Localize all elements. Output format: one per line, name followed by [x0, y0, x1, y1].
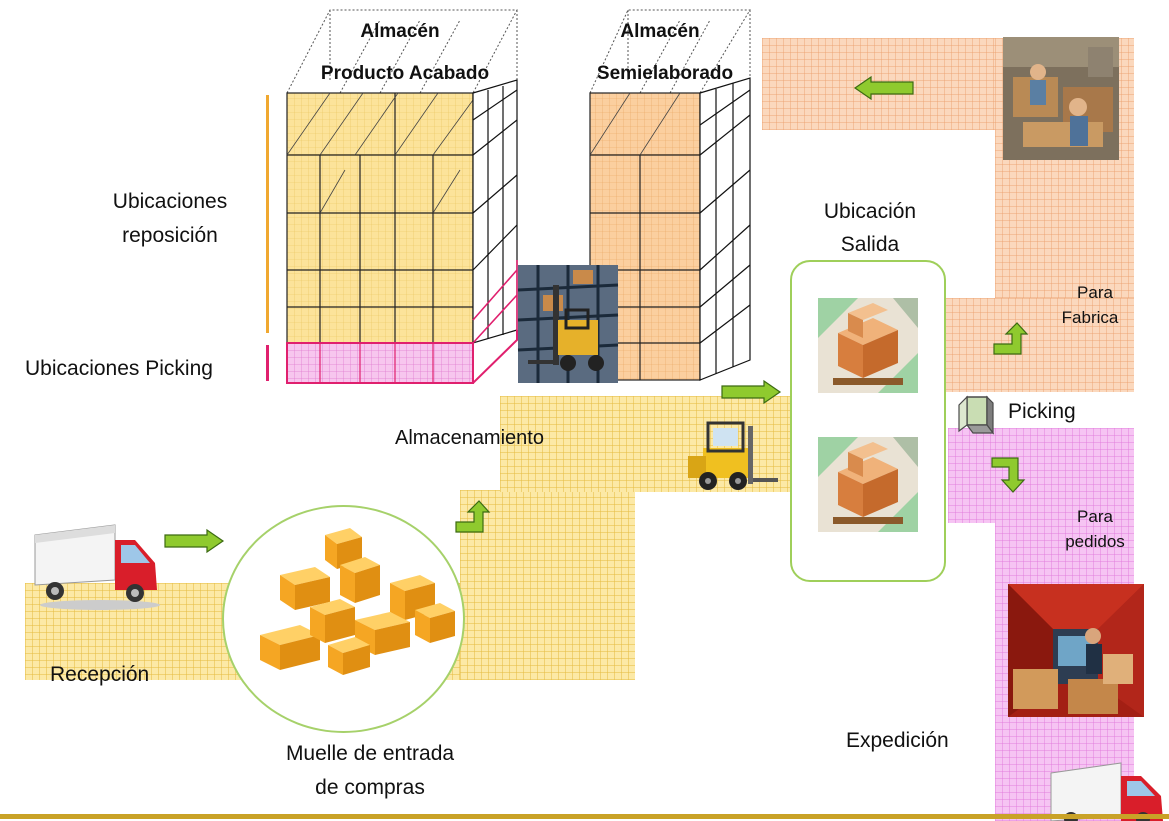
factory-label-1: Para	[1077, 283, 1113, 302]
shipping-truck-icon	[1050, 762, 1163, 821]
arrow-right-icon	[721, 379, 782, 405]
replenishment-label-1: Ubicaciones	[112, 190, 228, 213]
warehouse-semi-label-2: Semielaborado	[596, 63, 734, 84]
replenishment-label-2: reposición	[122, 224, 218, 247]
exit-label-1: Ubicación	[823, 200, 917, 223]
arrow-turn-up-icon	[993, 322, 1029, 355]
reception-truck-icon	[34, 524, 160, 610]
arrow-turn-up-icon	[455, 500, 491, 533]
picking-locations-label: Ubicaciones Picking	[25, 357, 213, 380]
arrow-right-icon	[164, 528, 225, 554]
forklift-icon	[688, 421, 778, 490]
dock-label-1: Muelle de entrada	[285, 742, 455, 765]
storage-ramp-zone	[460, 490, 635, 680]
exit-label-2: Salida	[840, 233, 900, 256]
shipping-photo	[1008, 584, 1144, 717]
factory-exit-zone	[945, 298, 1134, 392]
warehouse-finished-label-2: Producto Acabado	[320, 63, 490, 84]
arrow-turn-down-icon	[991, 457, 1026, 493]
arrow-left-icon	[853, 75, 914, 101]
pallet-boxes-icon	[818, 298, 918, 393]
storage-label: Almacenamiento	[395, 427, 544, 449]
factory-workers-photo	[1003, 37, 1119, 160]
shipping-label: Expedición	[846, 729, 949, 752]
factory-label-2: Fabrica	[1061, 308, 1119, 327]
bottom-line	[0, 814, 1169, 819]
reception-label: Recepción	[50, 663, 150, 686]
dock-label-2: de compras	[315, 776, 425, 799]
replenishment-bar	[266, 95, 269, 333]
warehouse-finished-label-1: Almacén	[360, 21, 440, 42]
boxes-icon	[260, 528, 455, 675]
picking-label: Picking	[1008, 400, 1076, 423]
pallet-boxes-icon	[818, 437, 918, 532]
warehouse-semi-label-1: Almacén	[620, 21, 700, 42]
picking-cube-icon	[958, 395, 995, 435]
picking-bar	[266, 345, 269, 381]
rack-forklift-icon	[517, 265, 619, 383]
orders-label-2: pedidos	[1065, 532, 1125, 551]
orders-label-1: Para	[1077, 507, 1113, 526]
